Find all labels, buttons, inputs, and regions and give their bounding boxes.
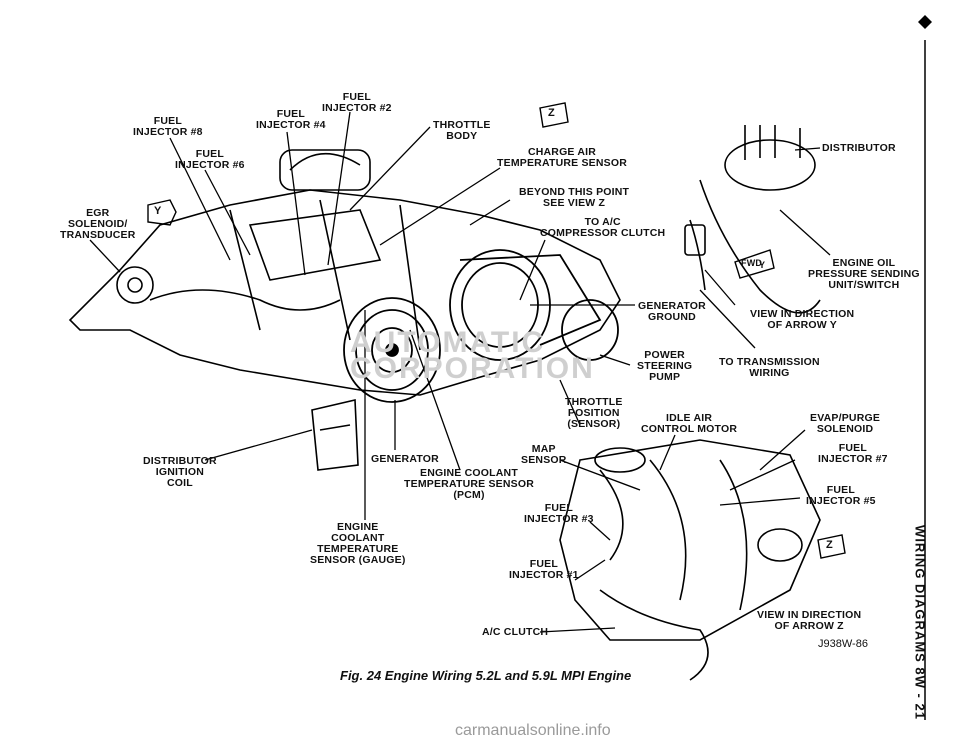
figure-caption: Fig. 24 Engine Wiring 5.2L and 5.9L MPI … (340, 668, 632, 683)
egr-solenoid-illustration (116, 266, 154, 304)
distributor-illustration (684, 125, 821, 314)
side-tab: WIRING DIAGRAMS 8W - 21 (905, 525, 937, 730)
view-z-intake-illustration (559, 439, 821, 681)
view-badge-z-bottom-letter: Z (826, 539, 833, 551)
view-badge-y-right-letter: Y (759, 260, 766, 270)
ac-compressor-illustration (449, 249, 619, 361)
view-badge-y-left (147, 199, 177, 226)
drawing-code: J938W-86 (818, 638, 868, 650)
view-badge-z-top-letter: Z (548, 107, 555, 119)
label-generator: GENERATOR (371, 453, 439, 465)
label-ac-clutch: A/C CLUTCH (482, 626, 549, 638)
ignition-coil-illustration (311, 399, 359, 471)
generator-illustration (343, 297, 441, 403)
footer-watermark: carmanualsonline.info (455, 722, 611, 739)
engine-block (68, 149, 621, 396)
diamond-bullet (918, 15, 932, 29)
view-badge-y-left-letter: Y (154, 205, 162, 217)
view-badge-z-top (539, 102, 569, 128)
leader-lines (89, 111, 831, 633)
watermark: AUTOMATIC CORPORATION (350, 326, 595, 385)
label-distributor: DISTRIBUTOR (822, 142, 896, 154)
view-badge-fwd (734, 249, 775, 279)
side-tab-text: WIRING DIAGRAMS 8W - 21 (912, 525, 928, 720)
view-badge-fwd-text: FWD (741, 258, 763, 268)
view-badge-z-bottom (817, 534, 846, 559)
